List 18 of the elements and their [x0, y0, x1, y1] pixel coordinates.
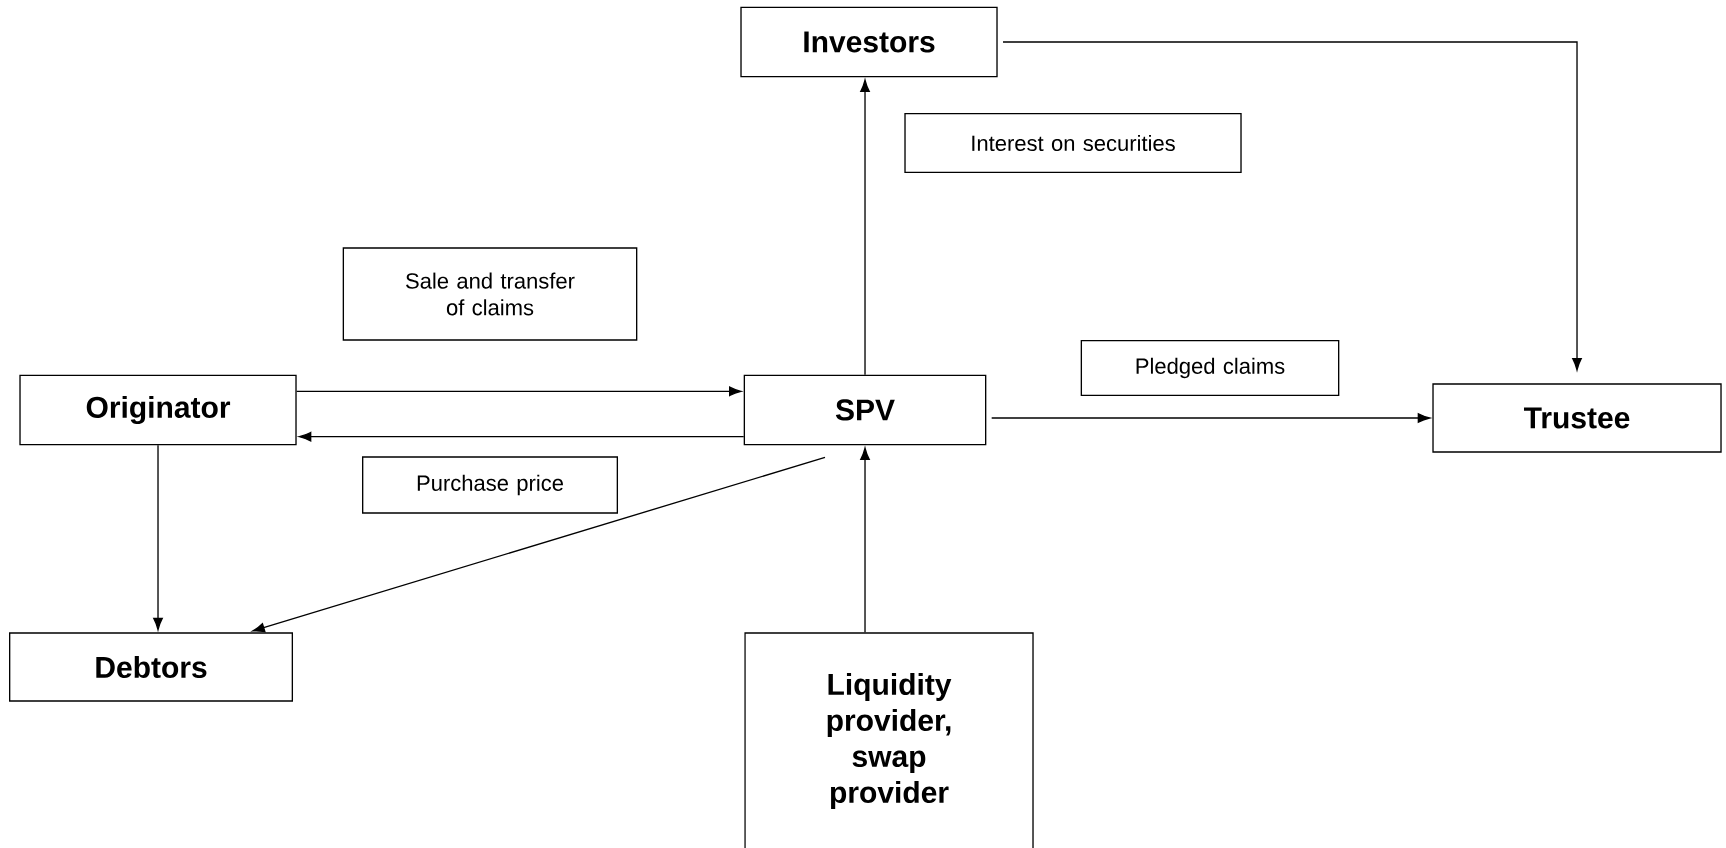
label-box: Interest on securities: [904, 113, 1242, 173]
arrow: [860, 447, 870, 633]
arrow: [860, 79, 870, 376]
arrow: [1002, 41, 1582, 371]
entity-box: Debtors: [9, 632, 293, 702]
arrow: [991, 413, 1431, 423]
arrow: [298, 431, 745, 442]
entity-box: Trustee: [1432, 383, 1722, 453]
entity-box: SPV: [743, 374, 987, 446]
label-box: Purchase price: [362, 456, 618, 514]
label-box: Sale and transfer of claims: [342, 247, 638, 341]
entity-box: Investors: [740, 6, 998, 78]
entity-box: Liquidity provider, swap provider: [744, 632, 1034, 848]
entity-box: Originator: [19, 374, 297, 446]
label-box: Pledged claims: [1080, 340, 1340, 396]
arrow: [296, 386, 742, 397]
arrow: [153, 444, 163, 631]
arrow: [252, 456, 826, 633]
